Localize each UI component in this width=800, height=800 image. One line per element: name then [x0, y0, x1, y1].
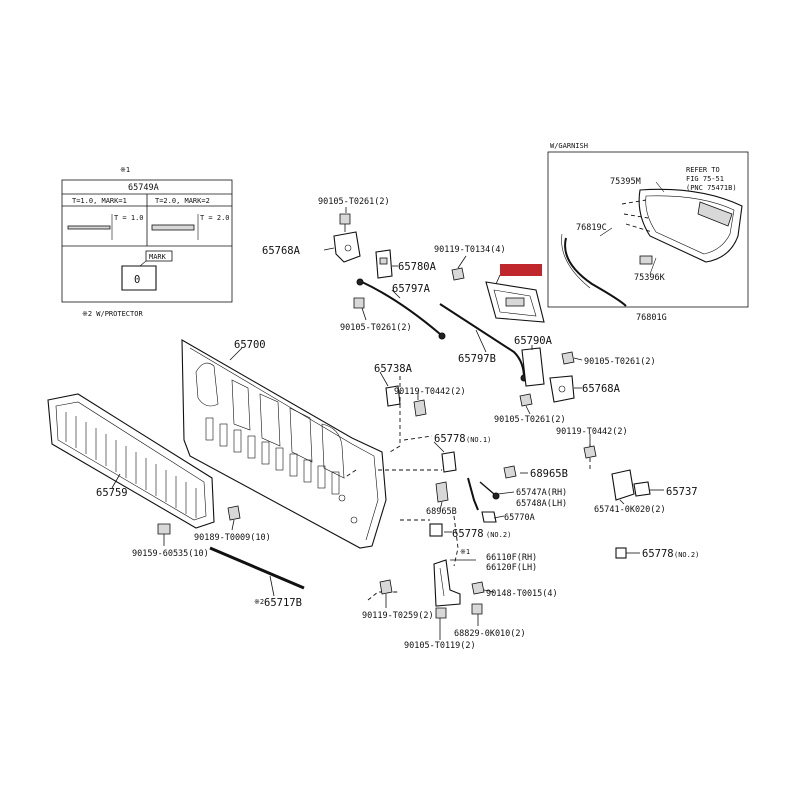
- protector-strip-thick: [151, 224, 195, 231]
- label-68965B-right: 68965B: [530, 468, 568, 480]
- label-65768A-right: 65768A: [582, 383, 621, 395]
- label-mark-1: ※1: [460, 548, 470, 556]
- label-90119-T0442-b: 90119-T0442(2): [556, 427, 628, 437]
- clip-65770A: [481, 511, 497, 523]
- upper-hardware: [323, 207, 583, 415]
- label-90148: 90148-T0015(4): [486, 589, 558, 599]
- label-65768A-left: 65768A: [262, 245, 301, 257]
- label-65741: 65741-0K020(2): [594, 505, 666, 515]
- mark-glyph: 0: [134, 274, 140, 286]
- protector-inset: ※1 65749A T=1.0, MARK=1 T=2.0, MARK=2 T …: [61, 166, 233, 318]
- label-65738A: 65738A: [374, 363, 413, 375]
- label-90105-T0261-c: 90105-T0261(2): [584, 357, 656, 367]
- cable-65797B: [439, 303, 525, 379]
- label-65790A: 65790A: [514, 335, 553, 347]
- label-65759: 65759: [96, 487, 128, 499]
- mark-label-box: [145, 250, 173, 262]
- garnish-panel: [638, 188, 743, 263]
- label-mark-2: ※2: [254, 598, 264, 606]
- garnish-inset: W/GARNISH REFER TO FIG 75-51 (PNC 75471B…: [547, 142, 749, 323]
- hinge-65741: [611, 469, 635, 501]
- mark-label: MARK: [149, 253, 167, 261]
- protector-inset-frame: [61, 179, 233, 303]
- label-65717B: 65717B: [264, 597, 302, 609]
- label-65797B: 65797B: [458, 353, 496, 365]
- label-65700: 65700: [234, 339, 266, 351]
- label-68965B-left: 68965B: [426, 507, 457, 517]
- part-labels: 90105-T0261(2) 65768A 65780A 90119-T0134…: [96, 197, 699, 651]
- label-65748A: 65748A(LH): [516, 499, 567, 509]
- part-75395M: 75395M: [610, 177, 641, 187]
- cable-end-65737: [633, 481, 651, 497]
- tailgate-rib-slots: [205, 417, 340, 495]
- garnish-emblem-strip: [697, 201, 733, 227]
- label-no1: (NO.1): [466, 436, 491, 444]
- latch-assembly: [157, 371, 664, 640]
- hinge-66110F: [433, 559, 461, 607]
- stopper-65778-no1: [441, 451, 457, 473]
- refer-line-3: (PNC 75471B): [686, 184, 737, 192]
- mark-plate: [121, 265, 157, 291]
- label-90119-T0259: 90119-T0259(2): [362, 611, 434, 621]
- label-90119-T0134: 90119-T0134(4): [434, 245, 506, 255]
- garnish-title: W/GARNISH: [550, 142, 588, 150]
- label-90119-T0442-a: 90119-T0442(2): [394, 387, 466, 397]
- label-no2-a: (NO.2): [486, 531, 511, 539]
- label-65778-no2-a: 65778: [452, 528, 484, 540]
- bolt-90105-top: [339, 213, 351, 225]
- label-90105-T0119: 90105-T0119(2): [404, 641, 476, 651]
- protector-caption: ※2 W/PROTECTOR: [82, 310, 143, 318]
- label-65747A: 65747A(RH): [516, 488, 567, 498]
- protector-option-right: T=2.0, MARK=2: [155, 197, 210, 205]
- cable-65797A: [361, 281, 441, 335]
- protector-note-mark: ※1: [120, 166, 130, 174]
- hinge-65768A-left: [333, 231, 361, 263]
- refer-line-2: FIG 75-51: [686, 175, 724, 183]
- protector-grille: [47, 393, 215, 529]
- bolt-90119-top: [451, 267, 465, 281]
- label-90105-T0261-b: 90105-T0261(2): [340, 323, 412, 333]
- label-65778-no2-b: 65778: [642, 548, 674, 560]
- label-90105-T0261-a: 90105-T0261(2): [318, 197, 390, 207]
- part-76801G: 76801G: [636, 313, 667, 323]
- garnish-inset-frame: [547, 151, 749, 308]
- protector-part-number: 65749A: [128, 183, 159, 193]
- label-68829: 68829-0K010(2): [454, 629, 526, 639]
- label-66110F: 66110F(RH): [486, 553, 537, 563]
- label-90159: 90159-60535(10): [132, 549, 209, 559]
- part-76819C: 76819C: [576, 223, 607, 233]
- label-66120F: 66120F(LH): [486, 563, 537, 573]
- tailgate-panel: [181, 339, 387, 549]
- label-90105-T0261-d: 90105-T0261(2): [494, 415, 566, 425]
- bracket-65738A: [385, 385, 401, 407]
- label-69090B: 69090B: [503, 267, 534, 277]
- stopper-65778-no2: [429, 523, 443, 537]
- label-no2-b: (NO.2): [674, 551, 699, 559]
- label-65770A: 65770A: [504, 513, 535, 523]
- hinge-65768A-right: [549, 375, 575, 403]
- protector-strip-thin: [67, 225, 111, 230]
- label-90189: 90189-T0009(10): [194, 533, 271, 543]
- part-75396K: 75396K: [634, 273, 666, 283]
- lock-65790A: [521, 347, 545, 387]
- refer-line-1: REFER TO: [686, 166, 720, 174]
- garnish-clip: [639, 255, 653, 265]
- label-65778-no1: 65778: [434, 433, 466, 445]
- bolt-68965B-left: [435, 481, 449, 503]
- label-65780A: 65780A: [398, 261, 437, 273]
- protector-thickness-left: T = 1.0: [114, 214, 144, 222]
- protector-thickness-right: T = 2.0: [200, 214, 230, 222]
- highlight-69090B: [500, 264, 542, 276]
- protector-option-left: T=1.0, MARK=1: [72, 197, 127, 205]
- seal-strip-65717B: [209, 546, 305, 590]
- label-65797A: 65797A: [392, 283, 431, 295]
- label-65737: 65737: [666, 486, 698, 498]
